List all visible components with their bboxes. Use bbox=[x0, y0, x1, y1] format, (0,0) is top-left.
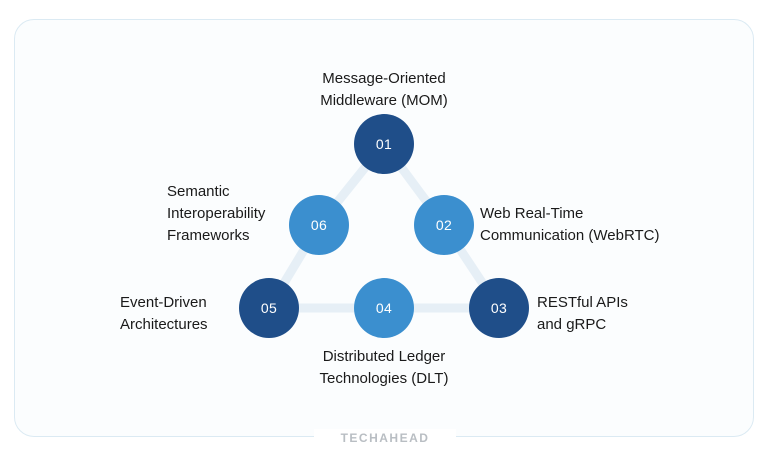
node-01-number: 01 bbox=[375, 136, 393, 152]
node-01-label-line-1: Message-Oriented bbox=[322, 70, 446, 87]
node-03: 03 bbox=[469, 278, 529, 338]
node-06-label-line-3: Frameworks bbox=[167, 227, 250, 244]
brand-logo-text: TECHAHEAD bbox=[340, 431, 430, 445]
diagram-frame bbox=[14, 19, 754, 437]
node-06-label-line-2: Interoperability bbox=[167, 205, 266, 222]
node-04-label-line-2: Technologies (DLT) bbox=[319, 370, 449, 387]
node-01-label-line-2: Middleware (MOM) bbox=[320, 92, 448, 109]
node-02: 02 bbox=[414, 195, 474, 255]
node-04-number: 04 bbox=[375, 300, 393, 316]
node-01-label: Message-Oriented Middleware (MOM) bbox=[284, 68, 484, 112]
brand-watermark: TECHAHEAD bbox=[314, 429, 456, 447]
node-05: 05 bbox=[239, 278, 299, 338]
node-01: 01 bbox=[354, 114, 414, 174]
node-03-label: RESTful APIs and gRPC bbox=[537, 292, 628, 336]
node-05-label-line-2: Architectures bbox=[120, 316, 208, 333]
node-02-label: Web Real-Time Communication (WebRTC) bbox=[480, 203, 660, 247]
node-05-label: Event-Driven Architectures bbox=[120, 292, 208, 336]
node-06-label: Semantic Interoperability Frameworks bbox=[167, 181, 265, 247]
node-05-label-line-1: Event-Driven bbox=[120, 294, 207, 311]
node-04-label-line-1: Distributed Ledger bbox=[322, 348, 446, 365]
node-06: 06 bbox=[289, 195, 349, 255]
node-02-label-line-2: Communication (WebRTC) bbox=[480, 227, 660, 244]
node-06-number: 06 bbox=[310, 217, 328, 233]
node-04: 04 bbox=[354, 278, 414, 338]
node-03-number: 03 bbox=[490, 300, 508, 316]
node-05-number: 05 bbox=[260, 300, 278, 316]
node-02-label-line-1: Web Real-Time bbox=[480, 205, 584, 222]
node-03-label-line-2: and gRPC bbox=[537, 316, 607, 333]
node-02-number: 02 bbox=[435, 217, 453, 233]
node-03-label-line-1: RESTful APIs bbox=[537, 294, 628, 311]
node-04-label: Distributed Ledger Technologies (DLT) bbox=[284, 346, 484, 390]
node-06-label-line-1: Semantic bbox=[167, 183, 230, 200]
